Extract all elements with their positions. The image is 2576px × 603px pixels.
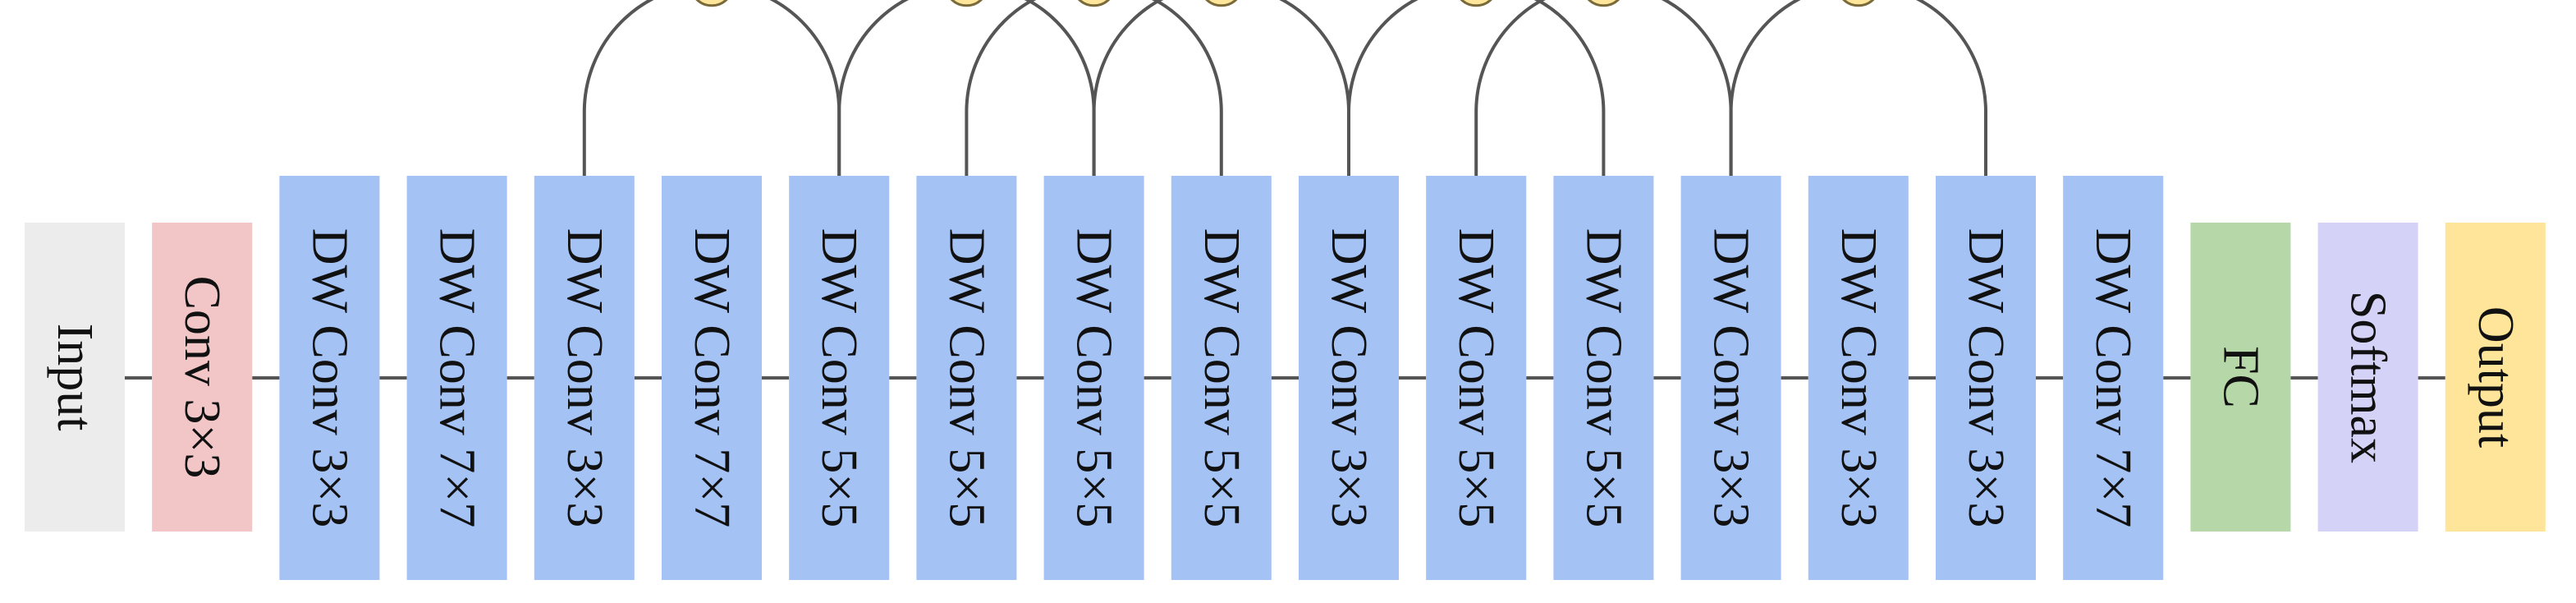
block-label: DW Conv 3×3 [1321, 228, 1377, 528]
block-rect [25, 223, 125, 532]
skip-connection-4: α [1092, 0, 1350, 176]
layer-blocks: Input Conv 3×3 DW Conv 3×3 DW Conv 7×7 DW Co… [25, 176, 2546, 580]
block-label: DW Conv 3×3 [301, 228, 357, 528]
alpha-label: α [699, 0, 724, 8]
block-label: Softmax [2340, 291, 2396, 463]
block-5-dw-conv-3x3: DW Conv 3×3 [534, 176, 635, 580]
block-label: DW Conv 5×5 [1066, 228, 1122, 528]
block-8-dw-conv-5x5: DW Conv 5×5 [916, 176, 1017, 580]
skip-arc [965, 0, 1223, 176]
block-7-dw-conv-5x5: DW Conv 5×5 [789, 176, 890, 580]
block-label: DW Conv 5×5 [938, 228, 994, 528]
block-4-dw-conv-7x7: DW Conv 7×7 [406, 176, 507, 580]
skip-arc [1729, 0, 1987, 176]
alpha-label: α [1208, 0, 1234, 8]
block-label: DW Conv 3×3 [1958, 228, 2014, 528]
block-rect [2445, 223, 2546, 532]
alpha-label: α [954, 0, 979, 8]
block-2-conv-3x3: Conv 3×3 [152, 223, 253, 532]
block-rect [406, 176, 507, 580]
block-rect [2317, 223, 2418, 532]
alpha-node [1587, 0, 1620, 7]
block-rect [1553, 176, 1654, 580]
skip-connection-6: α [1474, 0, 1733, 176]
skip-connections: ααααααα [582, 0, 1987, 176]
skip-arc [1092, 0, 1350, 176]
skip-arc [1474, 0, 1733, 176]
skip-connection-5: α [1347, 0, 1606, 176]
block-rect [1043, 176, 1144, 580]
block-19-softmax: Softmax [2317, 223, 2418, 532]
block-rect [1426, 176, 1527, 580]
block-label: DW Conv 7×7 [2085, 228, 2141, 528]
block-10-dw-conv-5x5: DW Conv 5×5 [1171, 176, 1272, 580]
skip-connection-2: α [837, 0, 1096, 176]
block-label: DW Conv 3×3 [1703, 228, 1759, 528]
block-label: DW Conv 3×3 [1831, 228, 1886, 528]
block-label: DW Conv 7×7 [684, 228, 740, 528]
skip-connection-1: α [582, 0, 841, 176]
alpha-node [695, 0, 728, 7]
block-label: DW Conv 5×5 [1575, 228, 1631, 528]
block-14-dw-conv-3x3: DW Conv 3×3 [1680, 176, 1781, 580]
block-3-dw-conv-3x3: DW Conv 3×3 [279, 176, 380, 580]
block-15-dw-conv-3x3: DW Conv 3×3 [1808, 176, 1909, 580]
alpha-node [1460, 0, 1492, 7]
alpha-label: α [1845, 0, 1871, 8]
block-rect [662, 176, 762, 580]
skip-arc [837, 0, 1096, 176]
block-9-dw-conv-5x5: DW Conv 5×5 [1043, 176, 1144, 580]
block-11-dw-conv-3x3: DW Conv 3×3 [1299, 176, 1399, 580]
block-rect [1680, 176, 1781, 580]
block-20-output: Output [2445, 223, 2546, 532]
block-rect [1171, 176, 1272, 580]
block-rect [789, 176, 890, 580]
block-rect [1936, 176, 2036, 580]
block-rect [1808, 176, 1909, 580]
block-rect [1299, 176, 1399, 580]
skip-arc [1347, 0, 1606, 176]
block-rect [534, 176, 635, 580]
alpha-node [1205, 0, 1238, 7]
block-label: DW Conv 5×5 [1448, 228, 1504, 528]
block-1-input: Input [25, 223, 125, 532]
alpha-node [950, 0, 983, 7]
alpha-label: α [1081, 0, 1107, 8]
skip-arc [582, 0, 841, 176]
skip-connection-7: α [1729, 0, 1987, 176]
block-rect [152, 223, 253, 532]
block-13-dw-conv-5x5: DW Conv 5×5 [1553, 176, 1654, 580]
block-rect [2063, 176, 2164, 580]
block-label: Conv 3×3 [174, 276, 230, 479]
block-label: FC [2212, 346, 2268, 408]
block-label: DW Conv 7×7 [429, 228, 485, 528]
alpha-node [1077, 0, 1111, 7]
block-rect [916, 176, 1017, 580]
block-17-dw-conv-7x7: DW Conv 7×7 [2063, 176, 2164, 580]
block-label: Output [2468, 306, 2523, 448]
alpha-label: α [1464, 0, 1489, 8]
block-6-dw-conv-7x7: DW Conv 7×7 [662, 176, 762, 580]
block-12-dw-conv-5x5: DW Conv 5×5 [1426, 176, 1527, 580]
block-rect [279, 176, 380, 580]
block-label: DW Conv 3×3 [557, 228, 612, 528]
block-label: DW Conv 5×5 [811, 228, 867, 528]
alpha-label: α [1591, 0, 1616, 8]
alpha-node [1842, 0, 1875, 7]
skip-connection-3: α [965, 0, 1223, 176]
block-label: DW Conv 5×5 [1194, 228, 1249, 528]
block-rect [2190, 223, 2291, 532]
block-label: Input [47, 324, 103, 431]
block-16-dw-conv-3x3: DW Conv 3×3 [1936, 176, 2036, 580]
block-18-fc: FC [2190, 223, 2291, 532]
